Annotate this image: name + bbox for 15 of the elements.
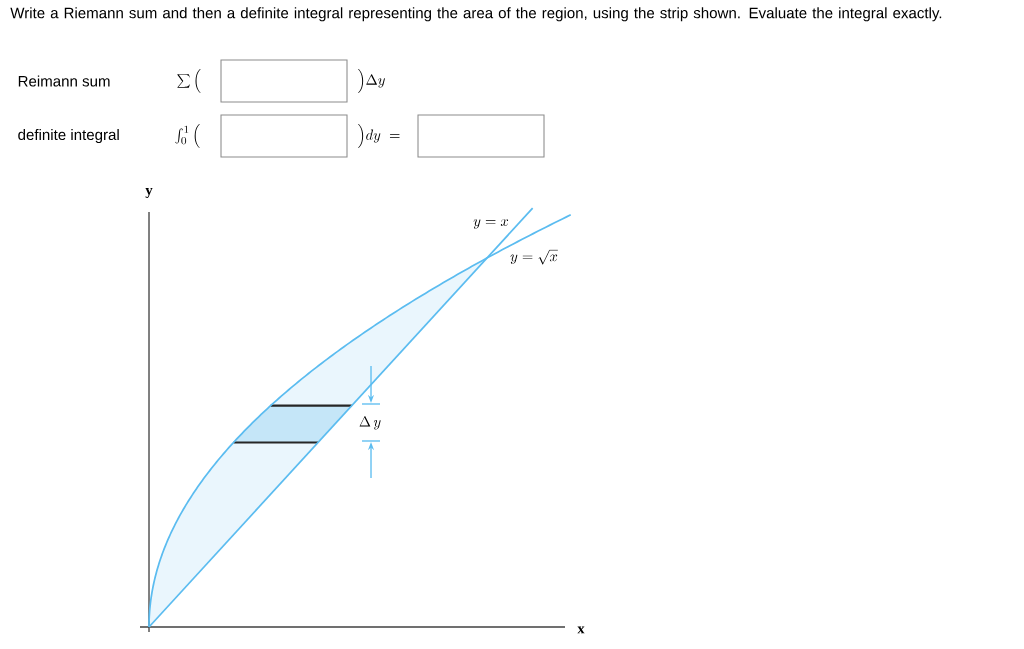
label: Reimann sum	[18, 75, 110, 87]
axis-label: x	[577, 626, 585, 634]
answer-box	[220, 59, 348, 103]
formula: $\int_0^1\Big($	[175, 124, 200, 148]
dimension-label: $\Delta\, y$	[359, 416, 381, 430]
axis-label: y	[145, 188, 153, 198]
answer-box	[417, 114, 545, 158]
curve-label: $y = x$	[473, 219, 509, 229]
formula: $\Big)\Delta y$	[358, 69, 385, 93]
answer-box	[220, 114, 348, 158]
label: definite integral	[18, 129, 119, 143]
formula: $\Big)dy\ =$	[358, 124, 400, 148]
curve-label: $y = \sqrt{x}$	[510, 250, 558, 265]
formula: $\sum\Big($	[177, 69, 201, 93]
question-text: Write a Riemann sum and then a definite integral representing the area of the region, using the strip shown. Evaluate the integral exactly.	[10, 7, 942, 22]
